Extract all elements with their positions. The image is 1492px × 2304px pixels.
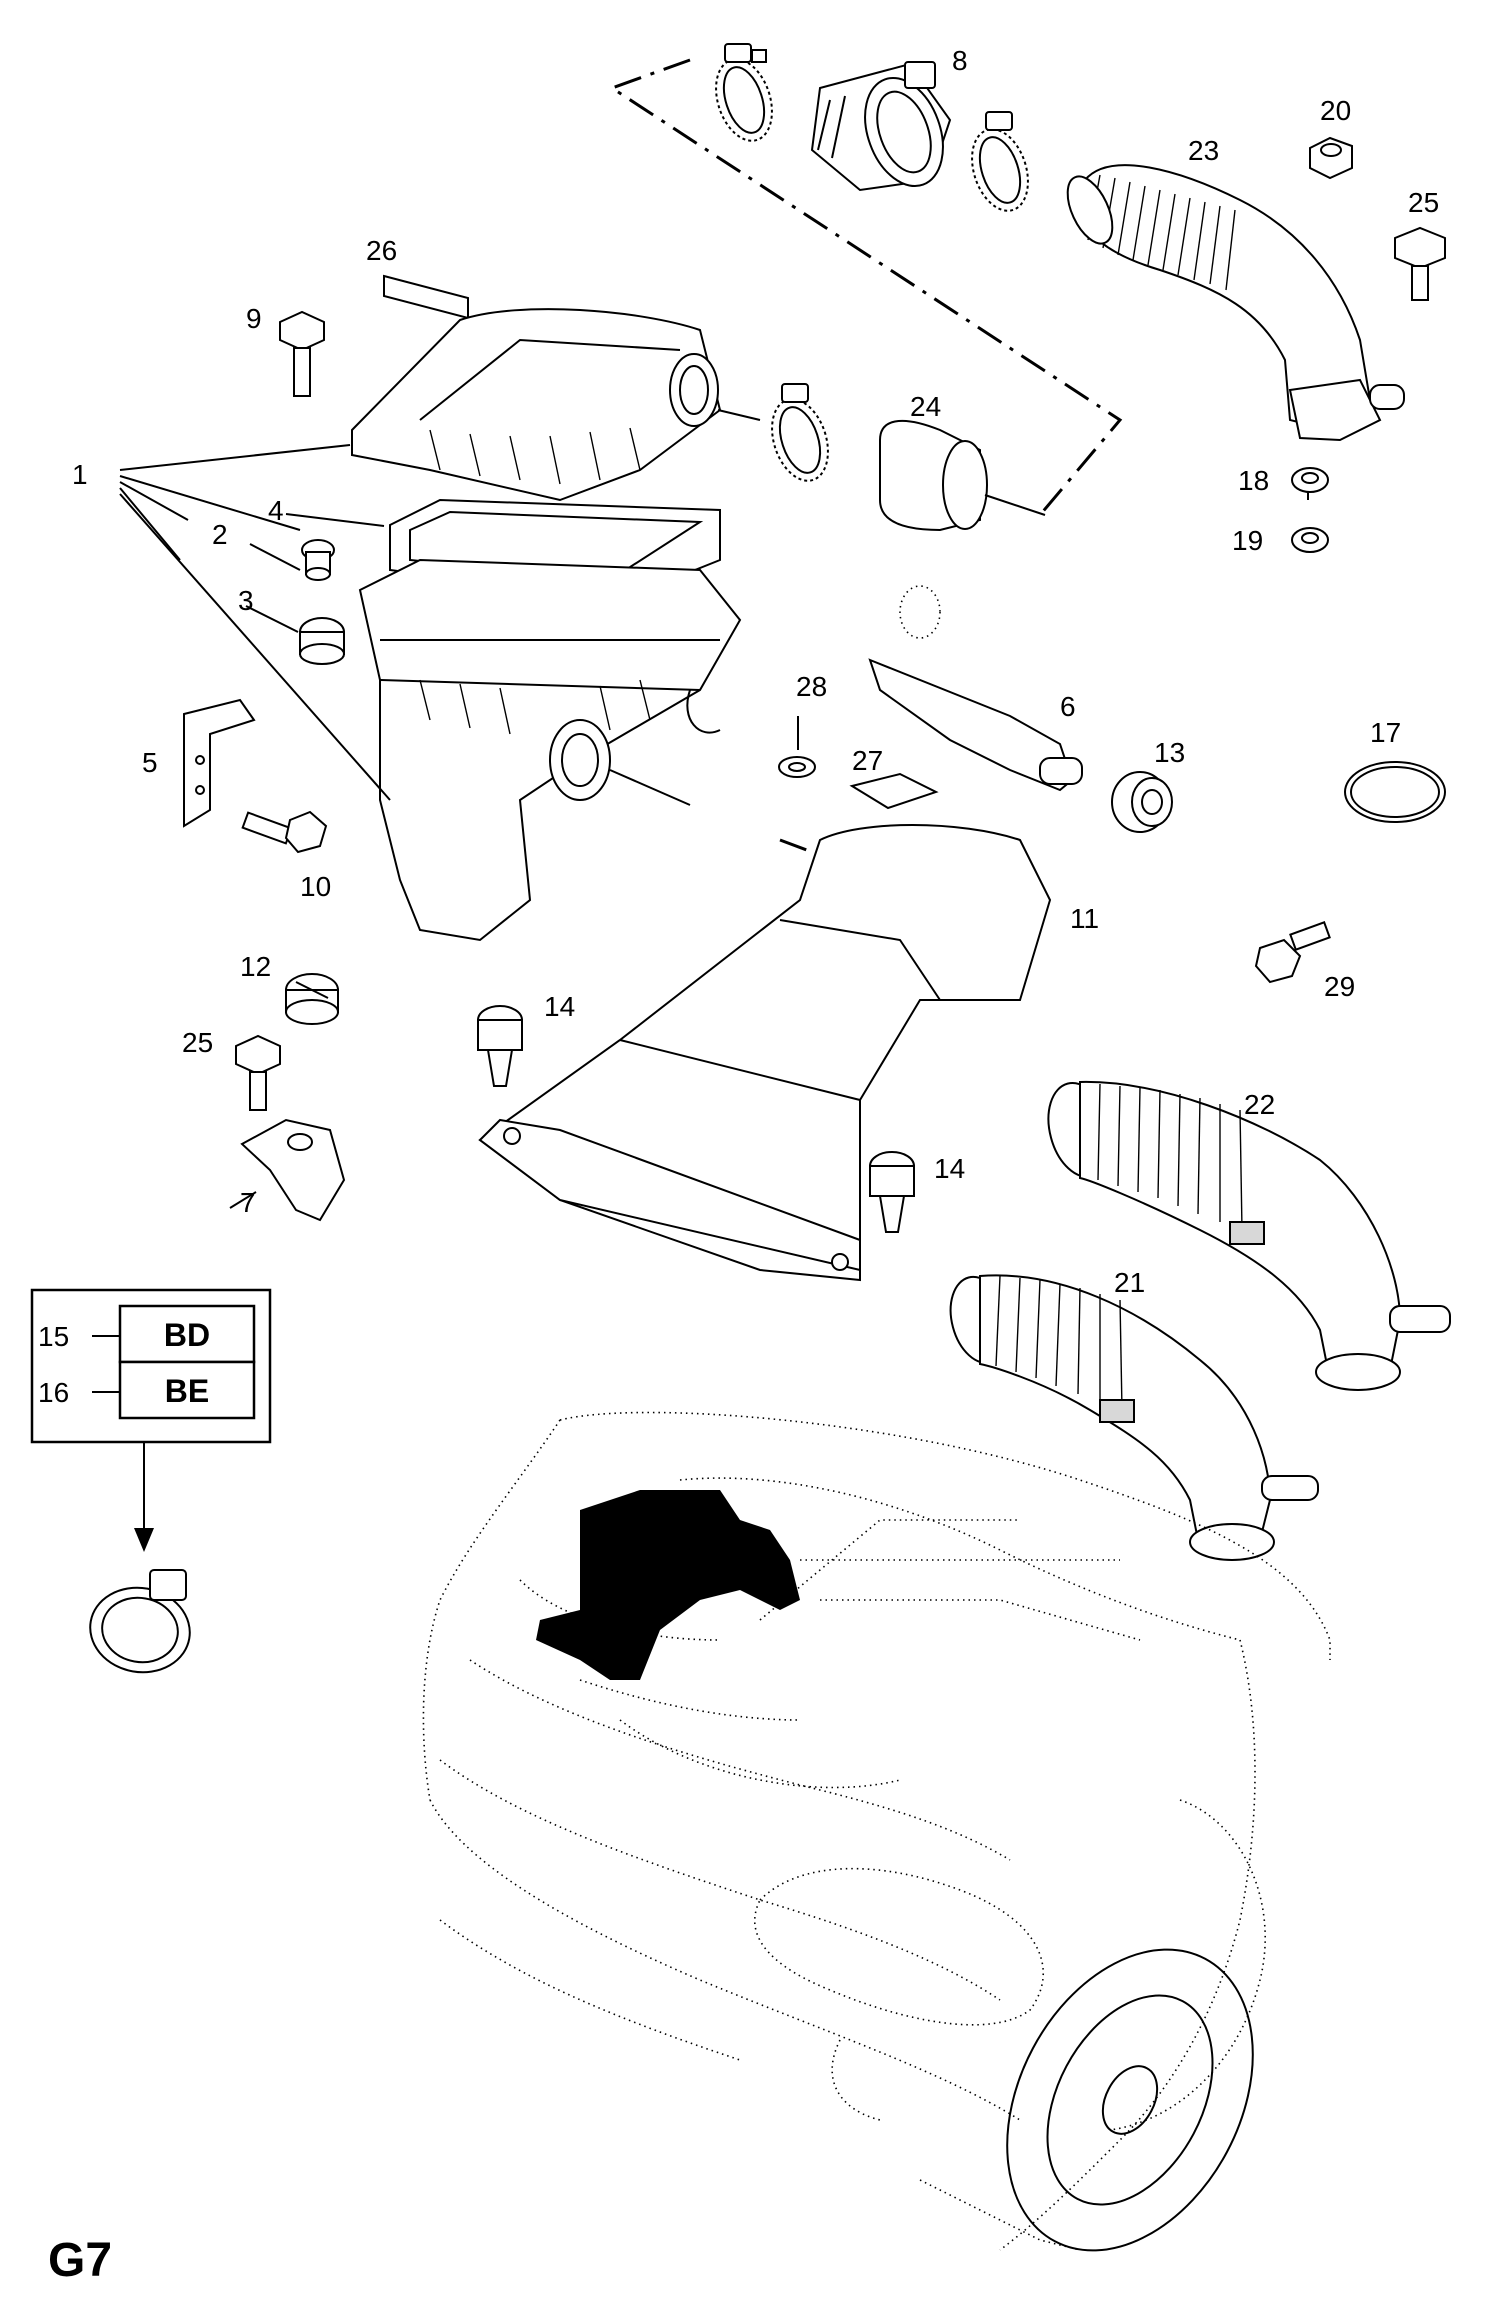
callout-25a: 25 xyxy=(182,1027,213,1058)
callout-25b: 25 xyxy=(1408,187,1439,218)
hose-clamp-top-left xyxy=(715,43,773,142)
callout-21: 21 xyxy=(1114,1267,1145,1298)
callout-14b: 14 xyxy=(934,1153,965,1184)
legend-code-bd: BD xyxy=(164,1317,210,1353)
hose-clamp-legend-box: 15 16 BD BE xyxy=(30,1288,272,1552)
assembly-guide-line xyxy=(608,58,1123,516)
part-1-air-filter-housing xyxy=(358,558,821,942)
callout-23: 23 xyxy=(1188,135,1219,166)
part-6-pipe xyxy=(868,585,1083,792)
callout-22: 22 xyxy=(1244,1089,1275,1120)
callout-12: 12 xyxy=(240,951,271,982)
callout-11: 11 xyxy=(1070,903,1099,934)
callout-2: 2 xyxy=(212,519,228,550)
part-7-bracket xyxy=(240,1118,346,1222)
part-9-bolt xyxy=(279,310,325,397)
part-20-nut xyxy=(1309,136,1353,180)
callout-8: 8 xyxy=(952,45,968,76)
callout-labels: 1 2 3 4 5 6 7 8 9 10 11 12 13 14 14 17 1… xyxy=(72,45,1439,1298)
part-17-o-ring xyxy=(1344,761,1446,823)
part-13-grommet xyxy=(1111,771,1173,833)
page-code: G7 xyxy=(48,2234,112,2287)
part-23-intake-hose xyxy=(1066,164,1405,442)
callout-29: 29 xyxy=(1324,971,1355,1002)
legend-code-be: BE xyxy=(165,1373,209,1409)
part-18-washer xyxy=(1291,467,1329,493)
hose-clamp-top-right xyxy=(971,111,1029,212)
part-26-seal-strip xyxy=(383,274,469,320)
highlighted-air-filter-on-vehicle xyxy=(536,1490,800,1680)
legend-ref-16: 16 xyxy=(38,1377,69,1408)
callout-26: 26 xyxy=(366,235,397,266)
part-14-clip-a xyxy=(477,1005,523,1087)
callout-10: 10 xyxy=(300,871,331,902)
callout-9: 9 xyxy=(246,303,262,334)
part-21-intake-hose xyxy=(949,1274,1319,1561)
part-25-bolt-top xyxy=(1394,226,1446,301)
callout-28: 28 xyxy=(796,671,827,702)
part-8-air-mass-meter xyxy=(810,61,952,192)
callout-13: 13 xyxy=(1154,737,1185,768)
callout-17: 17 xyxy=(1370,717,1401,748)
callout-7: 7 xyxy=(240,1187,256,1218)
vehicle-location-outline xyxy=(422,1411,1331,2252)
callout-1: 1 xyxy=(72,459,88,490)
legend-ref-15: 15 xyxy=(38,1321,69,1352)
callout-19: 19 xyxy=(1232,525,1263,556)
air-filter-housing-lid xyxy=(351,308,761,502)
part-12-plug xyxy=(285,973,339,1025)
leader-lines xyxy=(119,444,1309,1209)
callout-18: 18 xyxy=(1238,465,1269,496)
part-3-grommet xyxy=(299,617,345,665)
part-19-washer xyxy=(1291,527,1329,553)
callout-14a: 14 xyxy=(544,991,575,1022)
hose-clamp-mid xyxy=(771,383,829,482)
callout-6: 6 xyxy=(1060,691,1076,722)
part-27-pad xyxy=(849,772,939,810)
part-28-washer xyxy=(778,756,816,778)
part-29-bolt xyxy=(1254,921,1331,984)
callout-5: 5 xyxy=(142,747,158,778)
part-10-bolt xyxy=(241,810,328,854)
part-24-coupling xyxy=(879,419,1046,532)
hose-clamp-illustration xyxy=(89,1569,191,1674)
part-22-intake-hose xyxy=(1047,1080,1451,1391)
callout-4: 4 xyxy=(268,495,284,526)
part-11-intake-duct xyxy=(478,824,1052,1282)
part-25-bolt-left xyxy=(235,1034,281,1111)
callout-3: 3 xyxy=(238,585,254,616)
part-5-bracket xyxy=(183,698,256,828)
part-14-clip-b xyxy=(869,1151,915,1233)
part-2-grommet xyxy=(301,539,335,581)
callout-27: 27 xyxy=(852,745,883,776)
callout-20: 20 xyxy=(1320,95,1351,126)
callout-24: 24 xyxy=(910,391,941,422)
